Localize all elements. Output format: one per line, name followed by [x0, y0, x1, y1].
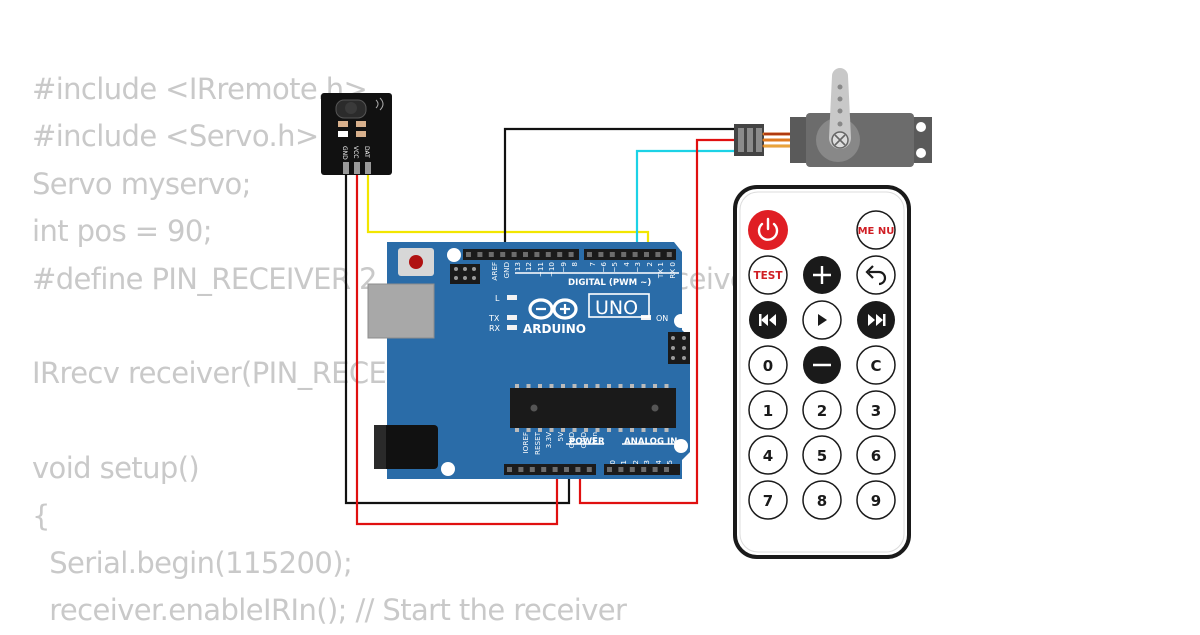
digit-label-2: 2 — [817, 402, 827, 420]
digital-pin-label: 2 — [645, 262, 654, 267]
back-arrow-icon — [865, 265, 887, 286]
power-jack — [374, 425, 438, 469]
digital-pin-label: 7 — [588, 262, 597, 267]
power-analog-header — [504, 464, 680, 475]
menu-button-label: ME NU — [858, 226, 895, 237]
previous-button[interactable] — [749, 301, 787, 339]
plus-button[interactable] — [803, 256, 841, 294]
wire-ir-vcc — [355, 172, 559, 526]
digit-button-2[interactable]: 2 — [802, 390, 842, 430]
power-pin-label: GND — [567, 432, 576, 449]
play-button[interactable] — [802, 300, 842, 340]
digit-button-9[interactable]: 9 — [856, 480, 896, 520]
power-pin-label: RESET — [533, 431, 542, 455]
digital-pin-label: ~11 — [536, 262, 545, 277]
digit-label-0: 0 — [763, 357, 773, 375]
digital-pin-label: ~6 — [599, 262, 608, 273]
next-button[interactable] — [857, 301, 895, 339]
digit-label-8: 8 — [817, 492, 827, 510]
minus-button[interactable] — [803, 346, 841, 384]
digit-label-1: 1 — [763, 402, 773, 420]
digital-pin-label: ~3 — [633, 262, 642, 273]
power-pin-label: Vin — [590, 432, 599, 443]
digit-button-6[interactable]: 6 — [856, 435, 896, 475]
digit-button-4[interactable]: 4 — [748, 435, 788, 475]
digital-pin-label: 13 — [513, 262, 522, 271]
plus-icon — [813, 266, 831, 284]
back-button[interactable] — [856, 255, 896, 295]
power-button[interactable] — [748, 210, 788, 250]
analog-label: ANALOG IN — [624, 437, 677, 447]
digit-label-7: 7 — [763, 492, 773, 510]
power-pin-label: 3.3V — [544, 432, 553, 448]
digital-pin-label: 8 — [570, 262, 579, 267]
power-label: POWER — [569, 437, 605, 447]
skip-previous-icon — [759, 314, 776, 326]
digital-pin-label: ~10 — [547, 262, 556, 278]
digital-pin-label: AREF — [490, 262, 499, 281]
code-line: #include <Servo.h> — [32, 119, 319, 154]
code-line: Serial.begin(115200); — [32, 545, 353, 580]
menu-button[interactable]: ME NU — [856, 210, 896, 250]
code-line: Servo myservo; — [32, 166, 251, 201]
digit-button-1[interactable]: 1 — [748, 390, 788, 430]
digit-label-4: 4 — [763, 447, 773, 465]
digital-pin-label: 4 — [622, 262, 631, 267]
digital-pin-label: TX 1 — [656, 262, 665, 279]
digit-button-7[interactable]: 7 — [748, 480, 788, 520]
power-icon — [757, 217, 779, 241]
microcontroller-chip — [510, 388, 676, 428]
digit-button-3[interactable]: 3 — [856, 390, 896, 430]
arduino-brand: ARDUINO — [523, 322, 586, 336]
digital-pin-label: ~9 — [559, 262, 568, 273]
code-line: #include <IRremote.h> — [32, 72, 368, 106]
digit-button-5[interactable]: 5 — [802, 435, 842, 475]
code-line: receiver.enableIRIn(); // Start the rece… — [32, 593, 627, 628]
play-icon — [818, 314, 827, 326]
wire-servo-signal — [635, 149, 736, 254]
arduino-model: UNO — [595, 297, 638, 319]
servo-motor[interactable] — [734, 68, 932, 167]
digital-pin-label: RX 0 — [668, 262, 677, 279]
wire-ir-gnd — [344, 172, 571, 505]
led-on-label: ON — [656, 314, 668, 323]
digital-header — [463, 249, 676, 260]
led-l-label: L — [495, 294, 500, 303]
ir-pin-label-dat: DAT — [363, 146, 370, 158]
power-pin-label: IOREF — [521, 432, 530, 453]
c-button[interactable]: C — [856, 345, 896, 385]
led-tx-label: TX — [488, 314, 500, 323]
digital-pin-label: GND — [502, 262, 511, 279]
ir-pin-label-gnd: GND — [341, 146, 348, 160]
digital-pwm-label: DIGITAL (PWM ~) — [568, 278, 651, 288]
usb-port — [367, 283, 435, 339]
code-line: int pos = 90; — [32, 214, 213, 249]
digit-label-9: 9 — [871, 492, 881, 510]
digit-label-6: 6 — [871, 447, 881, 465]
power-pin-label: 5V — [556, 432, 565, 442]
c-button-label: C — [870, 357, 881, 375]
digit-button-8[interactable]: 8 — [802, 480, 842, 520]
code-line: void setup() — [32, 451, 200, 486]
test-button-label: TEST — [753, 270, 783, 282]
ir-receiver-module[interactable]: GND VCC DAT — [321, 93, 392, 175]
digital-pin-label: 12 — [524, 262, 533, 271]
ir-remote[interactable]: ME NU TEST — [733, 185, 911, 559]
led-rx-label: RX — [489, 324, 501, 333]
wire-ir-dat — [366, 172, 650, 254]
wire-servo-gnd — [503, 127, 736, 254]
test-button[interactable]: TEST — [748, 255, 788, 295]
ir-pin-label-vcc: VCC — [352, 146, 359, 158]
digital-pin-label: ~5 — [610, 262, 619, 273]
digit-label-5: 5 — [817, 447, 827, 465]
arduino-infinity-logo — [528, 298, 578, 320]
digit-button-0[interactable]: 0 — [748, 345, 788, 385]
wire-servo-vcc — [578, 138, 736, 505]
skip-next-icon — [868, 314, 886, 326]
digit-label-3: 3 — [871, 402, 881, 420]
code-line: { — [32, 498, 50, 533]
power-pin-label: GND — [579, 432, 588, 449]
